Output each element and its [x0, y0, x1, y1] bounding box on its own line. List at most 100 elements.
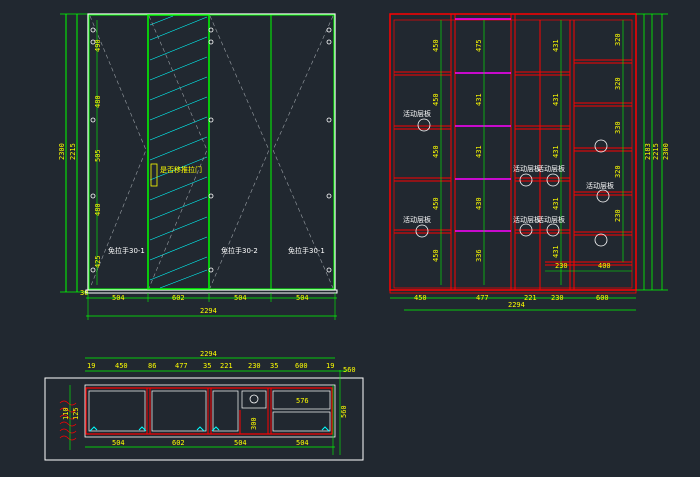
col1-dims: 450 450 450 450 450: [432, 39, 440, 262]
door-label-1: 免拉手30-1: [108, 246, 145, 255]
col2-dims: 475 431 431 430 336: [475, 39, 483, 262]
right-elevation: 450 450 450 450 450 475 431 431 430 336 …: [389, 13, 670, 311]
right-bottom-width-2: 477: [476, 294, 489, 302]
plan-top-dim-10: 19: [326, 362, 334, 370]
plan-top-dim-2: 450: [115, 362, 128, 370]
col5-dim-3: 330: [614, 121, 622, 134]
col3-dim-3: 431: [552, 145, 560, 158]
plan-bottom-dim-1: 504: [112, 439, 125, 447]
right-bottom-width-1: 450: [414, 294, 427, 302]
col5-dim-2: 320: [614, 77, 622, 90]
right-bottom-width-4: 230: [551, 294, 564, 302]
side-dim-4: 480: [94, 203, 102, 216]
col2-dim-4: 430: [475, 197, 483, 210]
shelf-pin-marker: [546, 173, 560, 187]
shelf-label-1: 活动层板: [403, 109, 431, 118]
plan-left-offset-1: 110: [62, 407, 70, 420]
vertical-partitions: [450, 14, 575, 290]
plan-hinge-markers: [89, 426, 330, 432]
plan-view: 2294 19 450 86 477 35 221 230 35 600 19: [44, 350, 364, 461]
col2-dim-5: 336: [475, 249, 483, 262]
col3-dim-2: 431: [552, 93, 560, 106]
door-swing-lines: [89, 15, 334, 289]
side-dim-5: 425: [94, 255, 102, 268]
plan-bottom-dim-4: 504: [296, 439, 309, 447]
hinge-markers: [90, 27, 332, 273]
bottom-gap-text: 30: [80, 289, 88, 297]
plan-top-dim-6: 221: [220, 362, 233, 370]
plan-partitions: [146, 388, 272, 434]
bottom-width-4: 504: [296, 294, 309, 302]
col2-dim-1: 475: [475, 39, 483, 52]
shelf-label-3: 活动层板: [513, 164, 541, 173]
plan-top-dims: 19 450 86 477 35 221 230 35 600 19: [87, 362, 334, 370]
right-side-dim-lines: [636, 13, 668, 291]
plan-bottom-dim-2: 602: [172, 439, 185, 447]
shelf-pin-marker: [594, 139, 608, 153]
col1-dim-5: 450: [432, 249, 440, 262]
plan-total-width: 2294: [200, 350, 217, 358]
door-panel-4: [270, 14, 335, 290]
glass-hatch: [149, 15, 208, 289]
shelf-pin-marker: [415, 224, 429, 238]
plan-top-dim-1: 19: [87, 362, 95, 370]
door-label-3: 免拉手30-1: [288, 246, 325, 255]
plan-cabinet-outline: [84, 384, 336, 438]
shelf-label-5: 活动层板: [513, 215, 541, 224]
bottom-dim-ticks: [87, 293, 336, 320]
shelf-label-6: 活动层板: [537, 215, 565, 224]
shelf-pin-marker: [519, 173, 533, 187]
door-label-2: 免拉手30-2: [221, 246, 258, 255]
plan-inner-dim-1: 576: [296, 397, 309, 405]
col5-dims: 320 320 330 320 230: [614, 33, 622, 222]
shelf-pin-marker: [519, 223, 533, 237]
bottom-width-3: 504: [234, 294, 247, 302]
bottom-width-1: 504: [112, 294, 125, 302]
shelf-pin-marker: [546, 223, 560, 237]
overall-height-text: 2300: [58, 143, 66, 160]
plan-wall-detail: [59, 400, 77, 441]
shelf-pin-marker: [596, 189, 610, 203]
col3-dims: 431 431 431 431 431: [552, 39, 560, 258]
hanging-rod-icon: [249, 394, 259, 404]
plan-top-dim-3: 86: [148, 362, 156, 370]
col3-dim-4: 431: [552, 197, 560, 210]
right-height-2: 2215: [652, 143, 660, 160]
col2-dim-2: 431: [475, 93, 483, 106]
left-elevation: 2300 2215 30: [58, 13, 338, 320]
plan-side-dim-2: 560: [340, 405, 348, 418]
plan-top-dim-4: 477: [175, 362, 188, 370]
plan-inner-outlines: [88, 390, 331, 432]
side-dim-3: 505: [94, 149, 102, 162]
label-leader-box: [150, 163, 158, 187]
right-bottom-width-3: 221: [524, 294, 537, 302]
col2-dim-3: 431: [475, 145, 483, 158]
right-height-1: 2183: [644, 143, 652, 160]
inner-height-text: 2215: [69, 143, 77, 160]
col3-dim-1: 431: [552, 39, 560, 52]
col3-dim-5: 431: [552, 245, 560, 258]
plan-top-dim-7: 230: [248, 362, 261, 370]
col1-dim-2: 450: [432, 93, 440, 106]
cabinet-inner-line: [393, 19, 633, 289]
col1-dim-4: 450: [432, 197, 440, 210]
plan-carcass: [85, 387, 333, 435]
right-overall-height: 2300: [662, 143, 670, 160]
plan-side-dim-1: 560: [343, 366, 356, 374]
plan-top-dim-5: 35: [203, 362, 211, 370]
glass-door-label: 是否移推拉门: [160, 165, 202, 174]
inner-side-dims: 490 480 505 480 425: [94, 20, 102, 285]
bottom-row-dim-1: 230: [555, 262, 568, 270]
plan-inner-dim-2: 300: [250, 417, 258, 430]
right-base: [389, 289, 637, 294]
col1-dim-3: 450: [432, 145, 440, 158]
shelf-label-4: 活动层板: [537, 164, 565, 173]
plan-left-offset-2: 125: [72, 407, 80, 420]
right-total-width: 2294: [508, 301, 525, 309]
shelf-label-7: 活动层板: [586, 181, 614, 190]
shelf-pin-marker: [594, 233, 608, 247]
side-dim-1: 490: [94, 39, 102, 52]
magenta-shelves: [455, 18, 511, 232]
